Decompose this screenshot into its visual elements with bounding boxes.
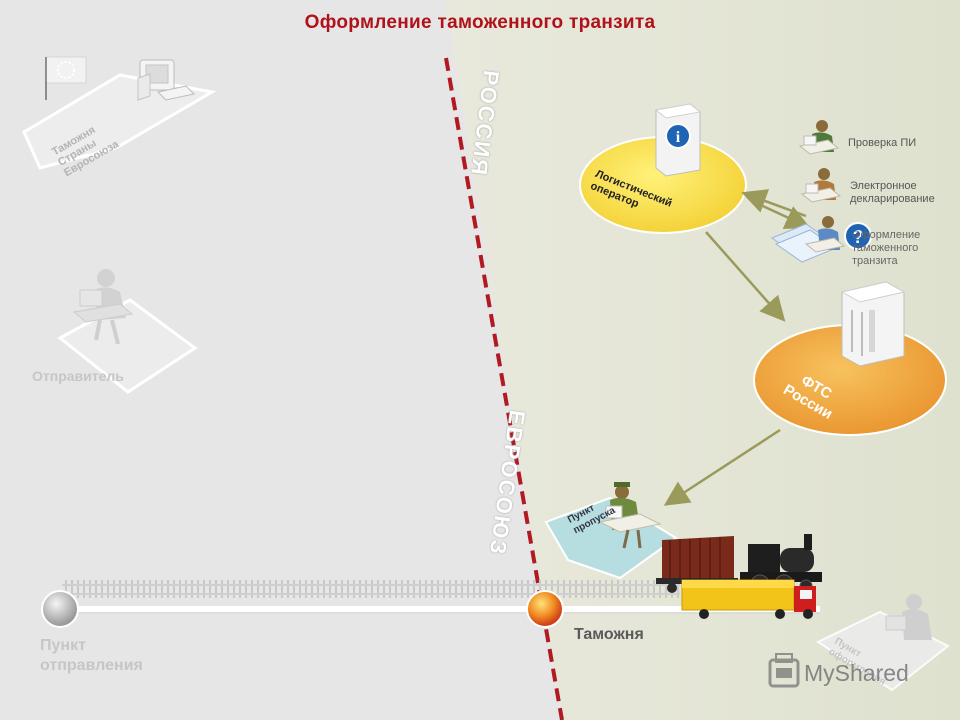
- svg-text:?: ?: [853, 227, 864, 247]
- eu-flag: [45, 56, 87, 84]
- departure-point-label: Пункт отправления: [40, 637, 143, 674]
- worker-declaration-icon: [800, 168, 842, 203]
- worker-check-icon: [798, 120, 840, 155]
- watermark-text: MyShared: [804, 660, 909, 686]
- page-title: Оформление таможенного транзита: [304, 12, 656, 33]
- arrow-logistics-to-fts: [705, 231, 786, 322]
- worker-transit-icon: [804, 216, 846, 253]
- customs-station-dot: [526, 590, 564, 628]
- question-icon: ?: [844, 222, 872, 250]
- info-server-icon: i: [654, 103, 702, 177]
- computer-icon: [137, 59, 196, 101]
- myshared-logo-icon: [768, 653, 800, 688]
- task-transit-label: Оформление таможенного транзита: [852, 229, 921, 267]
- arrow-fts-to-checkpoint: [663, 428, 781, 506]
- sender-worker-icon: [72, 269, 134, 345]
- svg-text:i: i: [676, 129, 681, 146]
- customs-point-label: Таможня: [574, 626, 644, 643]
- railway-track: [62, 580, 680, 598]
- sender-label: Отправитель: [32, 368, 124, 384]
- checkpoint-platform: [544, 496, 678, 580]
- border-guard-icon: [598, 482, 662, 549]
- fts-server-icon: [840, 281, 906, 367]
- task-check-label: Проверка ПИ: [848, 137, 917, 149]
- train-icon: [656, 534, 822, 619]
- departure-station-dot: [41, 590, 79, 628]
- destination-worker-icon: [885, 594, 932, 640]
- arrow-tasks-to-logistics: [741, 189, 807, 218]
- task-declaration-label: Электронное декларирование: [850, 180, 935, 205]
